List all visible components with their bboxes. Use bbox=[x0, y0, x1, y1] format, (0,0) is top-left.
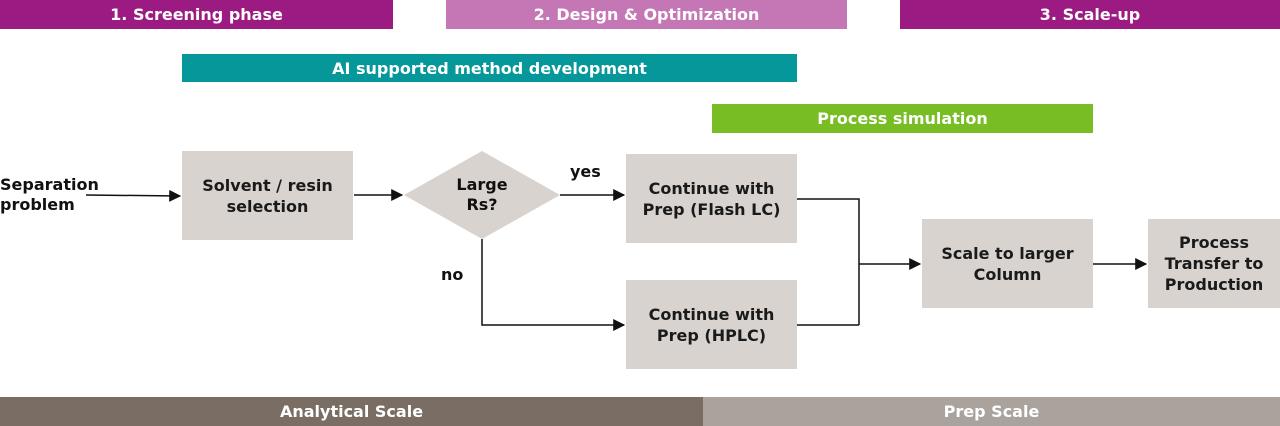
edge-label-no: no bbox=[441, 265, 464, 284]
continue-hplc-box: Continue with Prep (HPLC) bbox=[626, 280, 797, 369]
prep-scale-label: Prep Scale bbox=[943, 402, 1040, 421]
continue-flash-lc-label: Continue with Prep (Flash LC) bbox=[642, 178, 781, 219]
edge-label-yes: yes bbox=[570, 162, 601, 181]
phase-design-optimization: 2. Design & Optimization bbox=[446, 0, 847, 29]
scale-to-larger-column-label: Scale to larger Column bbox=[941, 243, 1074, 284]
continue-hplc-label: Continue with Prep (HPLC) bbox=[648, 304, 775, 345]
edge-decision-to-hplc bbox=[481, 239, 626, 331]
decision-label: Large Rs? bbox=[456, 175, 508, 214]
scale-to-larger-column-box: Scale to larger Column bbox=[922, 219, 1093, 308]
phase-scale-up-label: 3. Scale-up bbox=[1039, 5, 1141, 24]
process-transfer-label: Process Transfer to Production bbox=[1164, 233, 1264, 294]
analytical-scale-band: Analytical Scale bbox=[0, 397, 703, 426]
phase-scale-up: 3. Scale-up bbox=[900, 0, 1280, 29]
process-simulation-banner: Process simulation bbox=[712, 104, 1093, 133]
analytical-scale-label: Analytical Scale bbox=[279, 402, 424, 421]
prep-scale-band: Prep Scale bbox=[703, 397, 1280, 426]
edge-start-to-solvent bbox=[85, 189, 182, 202]
solvent-resin-selection-box: Solvent / resin selection bbox=[182, 151, 353, 240]
ai-banner-label: AI supported method development bbox=[332, 58, 647, 78]
phase-screening: 1. Screening phase bbox=[0, 0, 393, 29]
solvent-resin-selection-label: Solvent / resin selection bbox=[202, 175, 333, 216]
separation-problem-label: Separation problem bbox=[0, 175, 99, 214]
continue-flash-lc-box: Continue with Prep (Flash LC) bbox=[626, 154, 797, 243]
phase-design-label: 2. Design & Optimization bbox=[533, 5, 760, 24]
simulation-banner-label: Process simulation bbox=[817, 109, 988, 128]
process-transfer-box: Process Transfer to Production bbox=[1148, 219, 1280, 308]
phase-screening-label: 1. Screening phase bbox=[110, 5, 283, 24]
decision-diamond bbox=[404, 151, 560, 239]
edge-flash-to-merge bbox=[797, 198, 860, 325]
ai-method-development-banner: AI supported method development bbox=[182, 54, 797, 82]
